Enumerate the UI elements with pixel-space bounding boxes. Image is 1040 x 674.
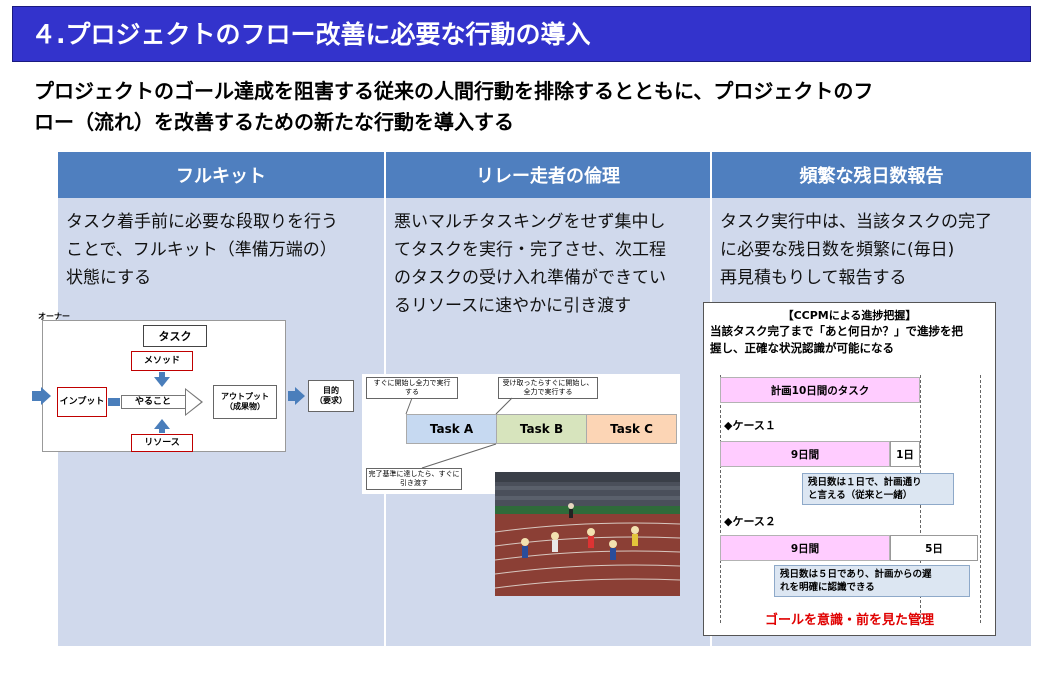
method-arrow-stem bbox=[159, 372, 165, 377]
ccpm-lead: 当該タスク完了まで「あと何日か？」で進捗を把 握し、正確な状況認識が可能になる bbox=[710, 323, 992, 357]
case-2-remaining-bar: 5日 bbox=[890, 535, 978, 561]
task-c-cell: Task C bbox=[586, 414, 677, 444]
callout-start-line-2: する bbox=[405, 388, 419, 396]
goal-label: 目的 bbox=[323, 386, 339, 395]
task-diagram: オーナー タスク メソッド インプット やること アウトプット （成果物） リソ… bbox=[32, 306, 368, 452]
text-line: てタスクを実行・完了させ、次工程 bbox=[394, 240, 666, 260]
goal-sublabel: （要求） bbox=[315, 396, 347, 405]
callout-receive: 受け取ったらすぐに開始し、 全力で実行する bbox=[498, 377, 598, 399]
case-2-note-line-1: 残日数は５日であり、計画からの遅 bbox=[780, 569, 932, 580]
column-text-full-kit: タスク着手前に必要な段取りを行う ことで、フルキット（準備万端の） 状態にする bbox=[66, 208, 382, 292]
output-box: アウトプット （成果物） bbox=[213, 385, 277, 419]
column-text-relay-runner: 悪いマルチタスキングをせず集中し てタスクを実行・完了させ、次工程 のタスクの受… bbox=[394, 208, 708, 320]
input-arrow-shaft bbox=[108, 398, 120, 406]
delay-dashed-line bbox=[980, 375, 981, 623]
callout-handoff: 完了基準に達したら、すぐに 引き渡す bbox=[366, 468, 462, 490]
case-2-label: ◆ケース２ bbox=[724, 515, 776, 528]
case-2-done-bar: 9日間 bbox=[720, 535, 890, 561]
callout-start-line-1: すぐに開始し全力で実行 bbox=[373, 379, 451, 387]
track-illustration bbox=[495, 472, 680, 596]
task-b-cell: Task B bbox=[496, 414, 587, 444]
resource-arrow bbox=[154, 419, 170, 429]
text-line: タスク着手前に必要な段取りを行う bbox=[66, 212, 338, 232]
resource-box: リソース bbox=[131, 434, 193, 452]
column-header-relay-runner: リレー走者の倫理 bbox=[386, 152, 710, 198]
subtitle-line-1: プロジェクトのゴール達成を阻害する従来の人間行動を排除するとともに、プロジェクト… bbox=[34, 79, 874, 103]
callout-receive-line-2: 全力で実行する bbox=[523, 388, 573, 396]
column-header-remaining-days: 頻繁な残日数報告 bbox=[712, 152, 1031, 198]
ccpm-footer: ゴールを意識・前を見た管理 bbox=[764, 613, 934, 628]
method-arrow bbox=[154, 377, 170, 387]
ccpm-lead-line-1: 当該タスク完了まで「あと何日か？」で進捗を把 bbox=[710, 324, 963, 338]
text-line: 状態にする bbox=[66, 268, 152, 288]
case-2-note: 残日数は５日であり、計画からの遅 れを明確に認識できる bbox=[774, 565, 970, 597]
text-line: るリソースに速やかに引き渡す bbox=[394, 296, 632, 316]
callout-handoff-line-1: 完了基準に達したら、すぐに bbox=[368, 470, 460, 478]
ccpm-heading: 【CCPMによる進捗把握】 bbox=[782, 309, 917, 322]
task-title-box: タスク bbox=[143, 325, 207, 347]
owner-label: オーナー bbox=[38, 312, 70, 321]
start-dashed-line bbox=[720, 375, 721, 623]
output-sublabel: （成果物） bbox=[225, 402, 265, 411]
resource-arrow-stem bbox=[159, 429, 165, 433]
callout-start-pointer bbox=[405, 397, 413, 415]
case-1-done-bar: 9日間 bbox=[720, 441, 890, 467]
case-1-note: 残日数は１日で、計画通り と言える（従来と一緒） bbox=[802, 473, 954, 505]
text-line: に必要な残日数を頻繁に(毎日) bbox=[720, 240, 955, 260]
case-2-note-line-2: れを明確に認識できる bbox=[780, 582, 875, 593]
task-a-cell: Task A bbox=[406, 414, 497, 444]
case-1-remaining-bar: 1日 bbox=[890, 441, 920, 467]
text-line: 再見積もりして報告する bbox=[720, 268, 907, 288]
owner-frame: タスク メソッド インプット やること アウトプット （成果物） リソース bbox=[42, 320, 286, 452]
output-label: アウトプット bbox=[221, 392, 269, 401]
text-line: のタスクの受け入れ準備ができてい bbox=[394, 268, 666, 288]
callout-receive-line-1: 受け取ったらすぐに開始し、 bbox=[502, 379, 594, 387]
text-line: タスク実行中は、当該タスクの完了 bbox=[720, 212, 992, 232]
page-subtitle: プロジェクトのゴール達成を阻害する従来の人間行動を排除するとともに、プロジェクト… bbox=[34, 76, 1024, 138]
text-line: ことで、フルキット（準備万端の） bbox=[66, 240, 337, 260]
column-header-full-kit: フルキット bbox=[58, 152, 384, 198]
case-1-label: ◆ケース１ bbox=[724, 419, 776, 432]
column-text-remaining-days: タスク実行中は、当該タスクの完了 に必要な残日数を頻繁に(毎日) 再見積もりして… bbox=[720, 208, 1029, 292]
goal-box: 目的 （要求） bbox=[308, 380, 354, 412]
ccpm-lead-line-2: 握し、正確な状況認識が可能になる bbox=[710, 341, 894, 355]
doing-arrow: やること bbox=[121, 388, 203, 416]
case-1-note-line-2: と言える（従来と一緒） bbox=[808, 490, 913, 501]
callout-start: すぐに開始し全力で実行 する bbox=[366, 377, 458, 399]
callout-handoff-pointer bbox=[421, 443, 497, 469]
method-box: メソッド bbox=[131, 351, 193, 371]
goal-arrow bbox=[295, 387, 305, 405]
plan-bar: 計画10日間のタスク bbox=[720, 377, 920, 403]
track-race-photo bbox=[495, 472, 680, 596]
case-1-note-line-1: 残日数は１日で、計画通り bbox=[808, 477, 922, 488]
text-line: 悪いマルチタスキングをせず集中し bbox=[394, 212, 666, 232]
subtitle-line-2: ロー（流れ）を改善するための新たな行動を導入する bbox=[34, 110, 514, 134]
doing-label: やること bbox=[135, 397, 172, 407]
ccpm-progress-panel: 【CCPMによる進捗把握】 当該タスク完了まで「あと何日か？」で進捗を把 握し、… bbox=[703, 302, 996, 636]
page-title: ４.プロジェクトのフロー改善に必要な行動の導入 bbox=[12, 6, 1031, 62]
input-box: インプット bbox=[57, 387, 107, 417]
entry-arrow bbox=[41, 387, 51, 405]
goal-arrow-shaft bbox=[288, 391, 296, 401]
callout-receive-pointer bbox=[495, 397, 513, 415]
entry-arrow-shaft bbox=[32, 391, 42, 401]
callout-handoff-line-2: 引き渡す bbox=[400, 479, 428, 487]
